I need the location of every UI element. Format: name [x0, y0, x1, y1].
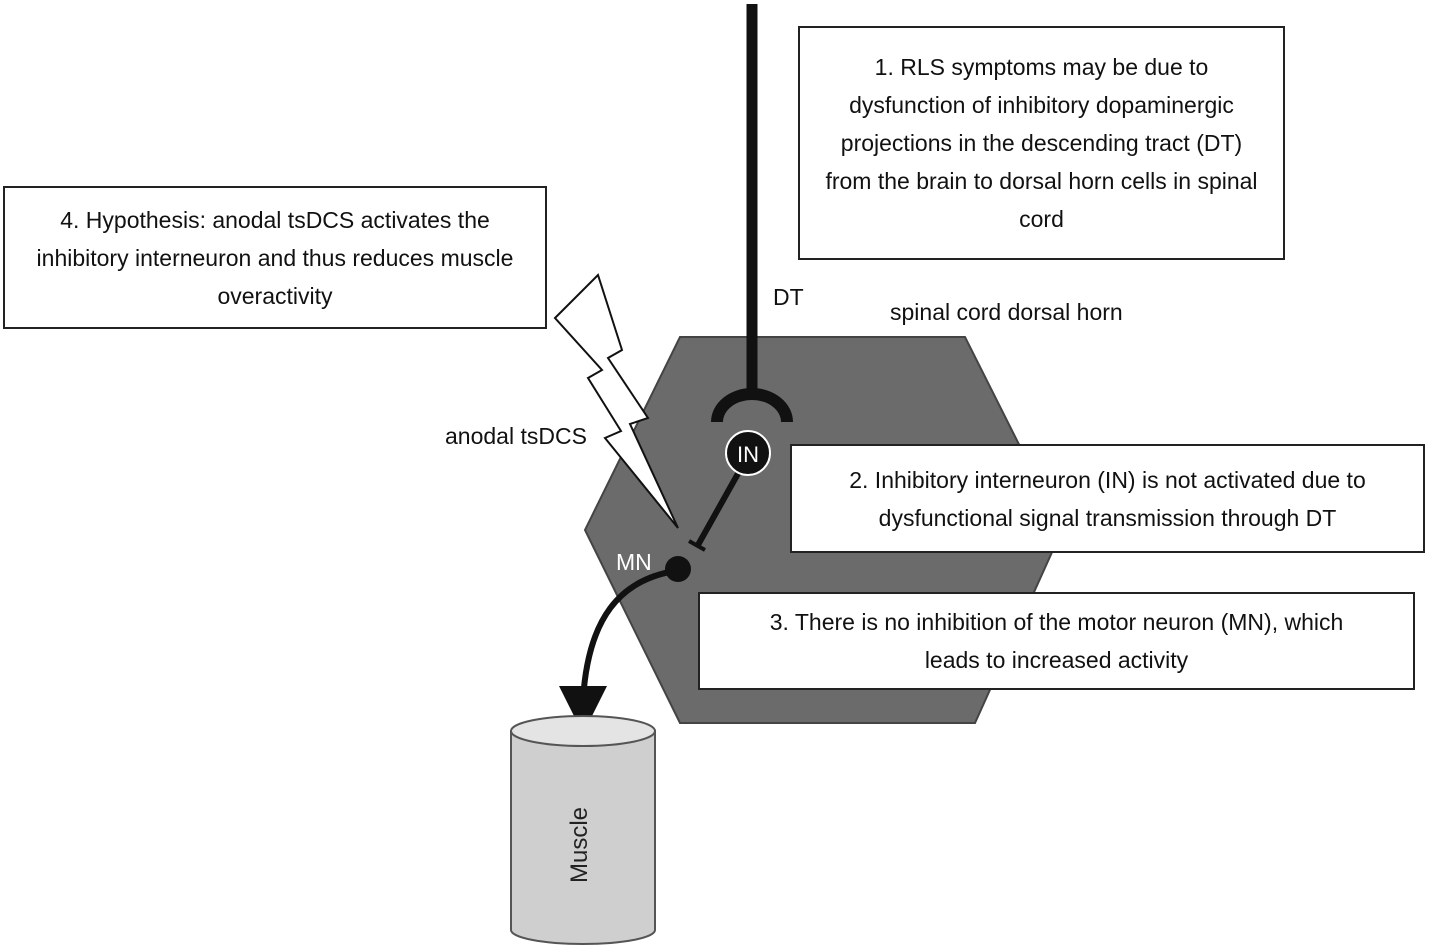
- muscle-label: Muscle: [566, 807, 593, 883]
- interneuron-body: [725, 430, 771, 476]
- descending-tract-label: DT: [773, 284, 804, 310]
- note-box-1-text: 1. RLS symptoms may be due to dysfunctio…: [825, 54, 1258, 232]
- interneuron-axon-line: [695, 468, 743, 547]
- note-box-1: 1. RLS symptoms may be due to dysfunctio…: [798, 26, 1285, 260]
- motor-neuron-body: [665, 556, 691, 582]
- note-box-3-text: 3. There is no inhibition of the motor n…: [769, 609, 1344, 673]
- muscle-cylinder-top: [510, 715, 656, 747]
- note-box-2-text: 2. Inhibitory interneuron (IN) is not ac…: [849, 466, 1366, 531]
- interneuron-label: IN: [737, 442, 759, 467]
- stimulus-label: anodal tsDCS: [445, 423, 587, 449]
- motor-neuron-axon-arrow: [559, 568, 676, 734]
- note-box-4-text: 4. Hypothesis: anodal tsDCS activates th…: [36, 206, 514, 309]
- inhibitory-terminal-bar: [688, 539, 706, 552]
- note-box-3: 3. There is no inhibition of the motor n…: [698, 592, 1415, 690]
- synapse-terminal-icon: [711, 388, 793, 422]
- motor-neuron-label: MN: [616, 549, 652, 575]
- dorsal-horn-label: spinal cord dorsal horn: [890, 299, 1123, 325]
- note-box-2: 2. Inhibitory interneuron (IN) is not ac…: [790, 444, 1425, 553]
- muscle-cylinder-body: [510, 730, 656, 945]
- note-box-4: 4. Hypothesis: anodal tsDCS activates th…: [3, 186, 547, 329]
- lightning-bolt-icon: [553, 273, 679, 529]
